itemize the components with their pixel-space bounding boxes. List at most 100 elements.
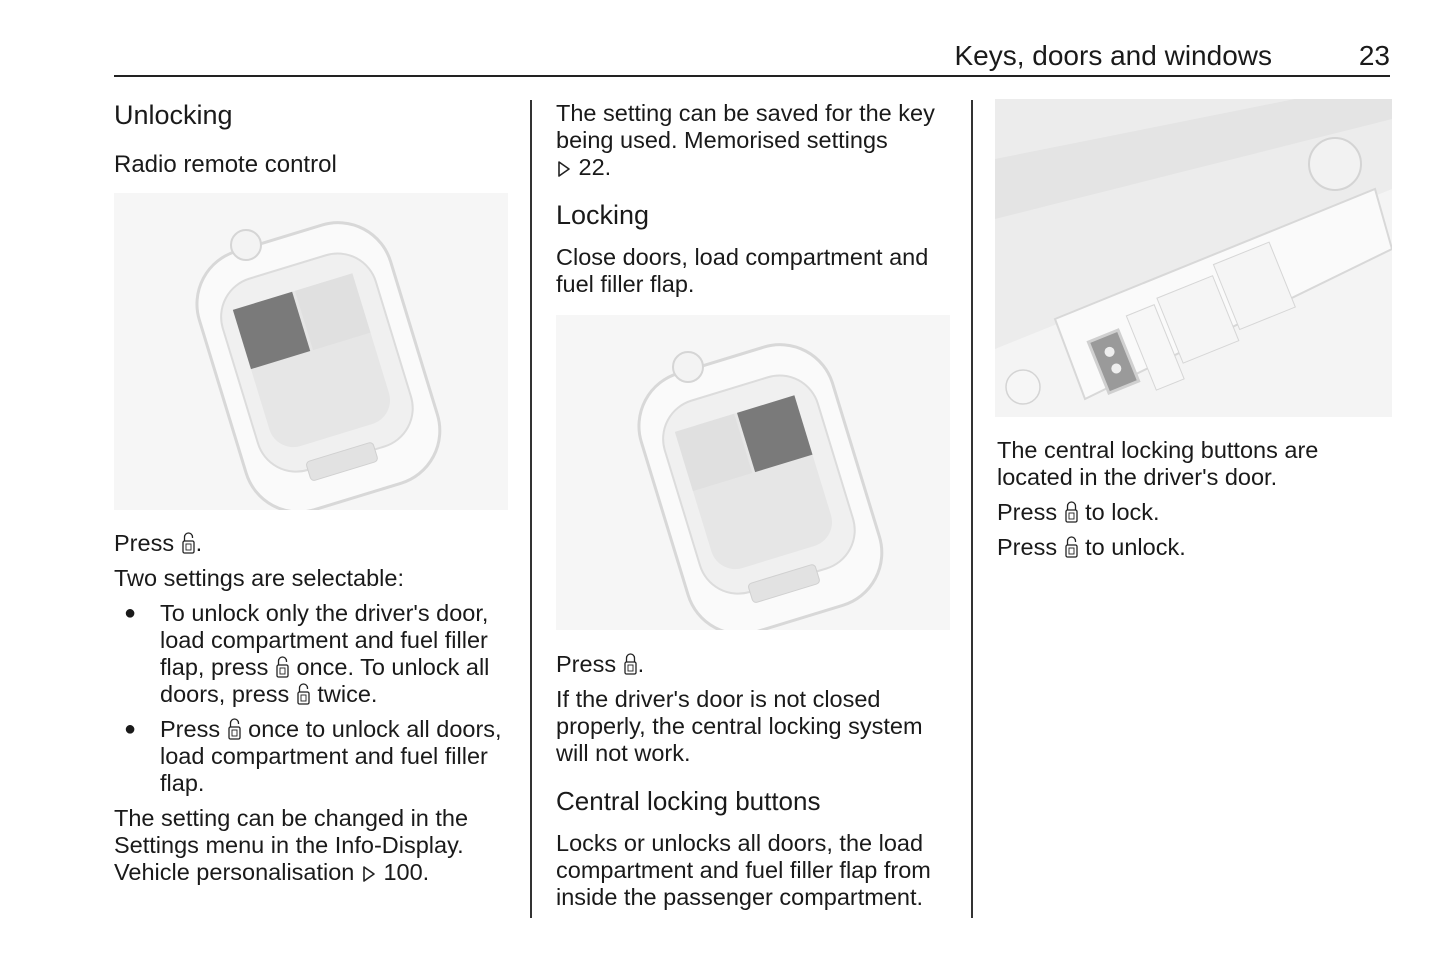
text-segment: Press — [997, 499, 1064, 525]
text-line: If the driver's door is not closed — [556, 686, 923, 713]
door-buttons-illustration — [995, 99, 1392, 417]
list-item-text: Press once to unlock all doors,load comp… — [160, 716, 502, 797]
text-line: Press once to unlock all doors, — [160, 716, 502, 743]
text-line: will not work. — [556, 740, 923, 767]
lock-icon — [623, 653, 637, 681]
text-segment: 22. — [572, 154, 612, 180]
text-segment: 100. — [376, 859, 430, 885]
text-segment: Press — [160, 716, 227, 742]
text-segment: If the driver's door is not closed — [556, 686, 881, 712]
text-segment: properly, the central locking system — [556, 713, 923, 739]
text-line: Locks or unlocks all doors, the load — [556, 830, 931, 857]
text-segment: To unlock only the driver's door, — [160, 600, 489, 626]
bullet-icon: ● — [124, 602, 137, 624]
text-segment: load compartment and fuel filler — [160, 743, 488, 769]
text-line: Two settings are selectable: — [114, 565, 404, 592]
text-segment: doors, press — [160, 681, 296, 707]
text-line: properly, the central locking system — [556, 713, 923, 740]
text-segment: Press — [997, 534, 1064, 560]
text-line: flap, press once. To unlock all — [160, 654, 489, 681]
heading-unlocking: Unlocking — [114, 100, 233, 130]
settings-intro: Two settings are selectable: — [114, 565, 404, 592]
text-segment: load compartment and fuel filler — [160, 627, 488, 653]
text-segment: located in the driver's door. — [997, 464, 1278, 490]
text-line: The central locking buttons are — [997, 437, 1318, 464]
text-line: compartment and fuel filler flap from — [556, 857, 931, 884]
header-rule — [114, 75, 1390, 77]
list-item: ● Press once to unlock all doors,load co… — [124, 716, 502, 797]
text-segment: once to unlock all doors, — [241, 716, 502, 742]
text-line: Press . — [556, 651, 644, 678]
subheading-radio-remote: Radio remote control — [114, 151, 337, 178]
press-to-lock-text: Press to lock. — [997, 499, 1160, 526]
column-divider — [971, 100, 973, 918]
unlock-icon — [181, 532, 195, 560]
text-line: The setting can be saved for the key — [556, 100, 935, 127]
section-title: Keys, doors and windows — [954, 40, 1272, 71]
unlock-icon — [227, 718, 241, 746]
lock-icon — [1064, 501, 1078, 529]
page-number: 23 — [1358, 40, 1390, 71]
text-segment: once. To unlock all — [289, 654, 490, 680]
page-reference-icon — [557, 157, 571, 184]
text-segment: Vehicle personalisation — [114, 859, 361, 885]
text-line: doors, press twice. — [160, 681, 489, 708]
key-fob-lock-illustration — [556, 315, 950, 630]
heading-locking: Locking — [556, 200, 650, 230]
bullet-icon: ● — [124, 718, 137, 740]
text-segment: to lock. — [1078, 499, 1160, 525]
text-line: load compartment and fuel filler — [160, 743, 502, 770]
unlock-icon — [1064, 536, 1078, 564]
text-segment: flap. — [160, 770, 205, 796]
text-segment: Press — [114, 530, 181, 556]
page-reference-icon — [362, 862, 376, 889]
unlock-icon — [276, 656, 289, 684]
text-segment: Two settings are selectable: — [114, 565, 404, 591]
key-fob-unlock-illustration — [114, 193, 508, 510]
text-segment: Locks or unlocks all doors, the load — [556, 830, 924, 856]
text-line: Close doors, load compartment and — [556, 244, 928, 271]
text-line: Settings menu in the Info-Display. — [114, 832, 468, 859]
text-segment: . — [637, 651, 645, 677]
text-segment: to unlock. — [1078, 534, 1186, 560]
text-line: Vehicle personalisation 100. — [114, 859, 468, 886]
heading-central-locking: Central locking buttons — [556, 786, 821, 816]
text-segment: inside the passenger compartment. — [556, 884, 924, 910]
text-segment: The setting can be changed in the — [114, 805, 469, 831]
text-line: Press . — [114, 530, 202, 557]
text-line: located in the driver's door. — [997, 464, 1318, 491]
list-item: ● To unlock only the driver's door,load … — [124, 600, 489, 708]
press-lock-text: Press . — [556, 651, 644, 678]
text-line: inside the passenger compartment. — [556, 884, 931, 911]
text-segment: . — [195, 530, 203, 556]
text-segment: flap, press — [160, 654, 275, 680]
text-line: Press to unlock. — [997, 534, 1186, 561]
text-segment: The central locking buttons are — [997, 437, 1319, 463]
text-line: being used. Memorised settings — [556, 127, 935, 154]
text-segment: Close doors, load compartment and — [556, 244, 929, 270]
text-segment: The setting can be saved for the key — [556, 100, 935, 126]
list-item-text: To unlock only the driver's door,load co… — [160, 600, 489, 708]
text-segment: being used. Memorised settings — [556, 127, 888, 153]
text-line: 22. — [556, 154, 935, 181]
text-line: Press to lock. — [997, 499, 1160, 526]
column-divider — [530, 100, 532, 918]
text-line: To unlock only the driver's door, — [160, 600, 489, 627]
text-line: fuel filler flap. — [556, 271, 928, 298]
press-unlock-text: Press . — [114, 530, 202, 557]
text-segment: Settings menu in the Info-Display. — [114, 832, 464, 858]
text-line: flap. — [160, 770, 502, 797]
text-line: The setting can be changed in the — [114, 805, 468, 832]
press-to-unlock-text: Press to unlock. — [997, 534, 1186, 561]
text-segment: twice. — [310, 681, 378, 707]
text-segment: will not work. — [556, 740, 691, 766]
unlock-icon — [297, 683, 310, 711]
text-segment: fuel filler flap. — [556, 271, 695, 297]
text-segment: compartment and fuel filler flap from — [556, 857, 931, 883]
